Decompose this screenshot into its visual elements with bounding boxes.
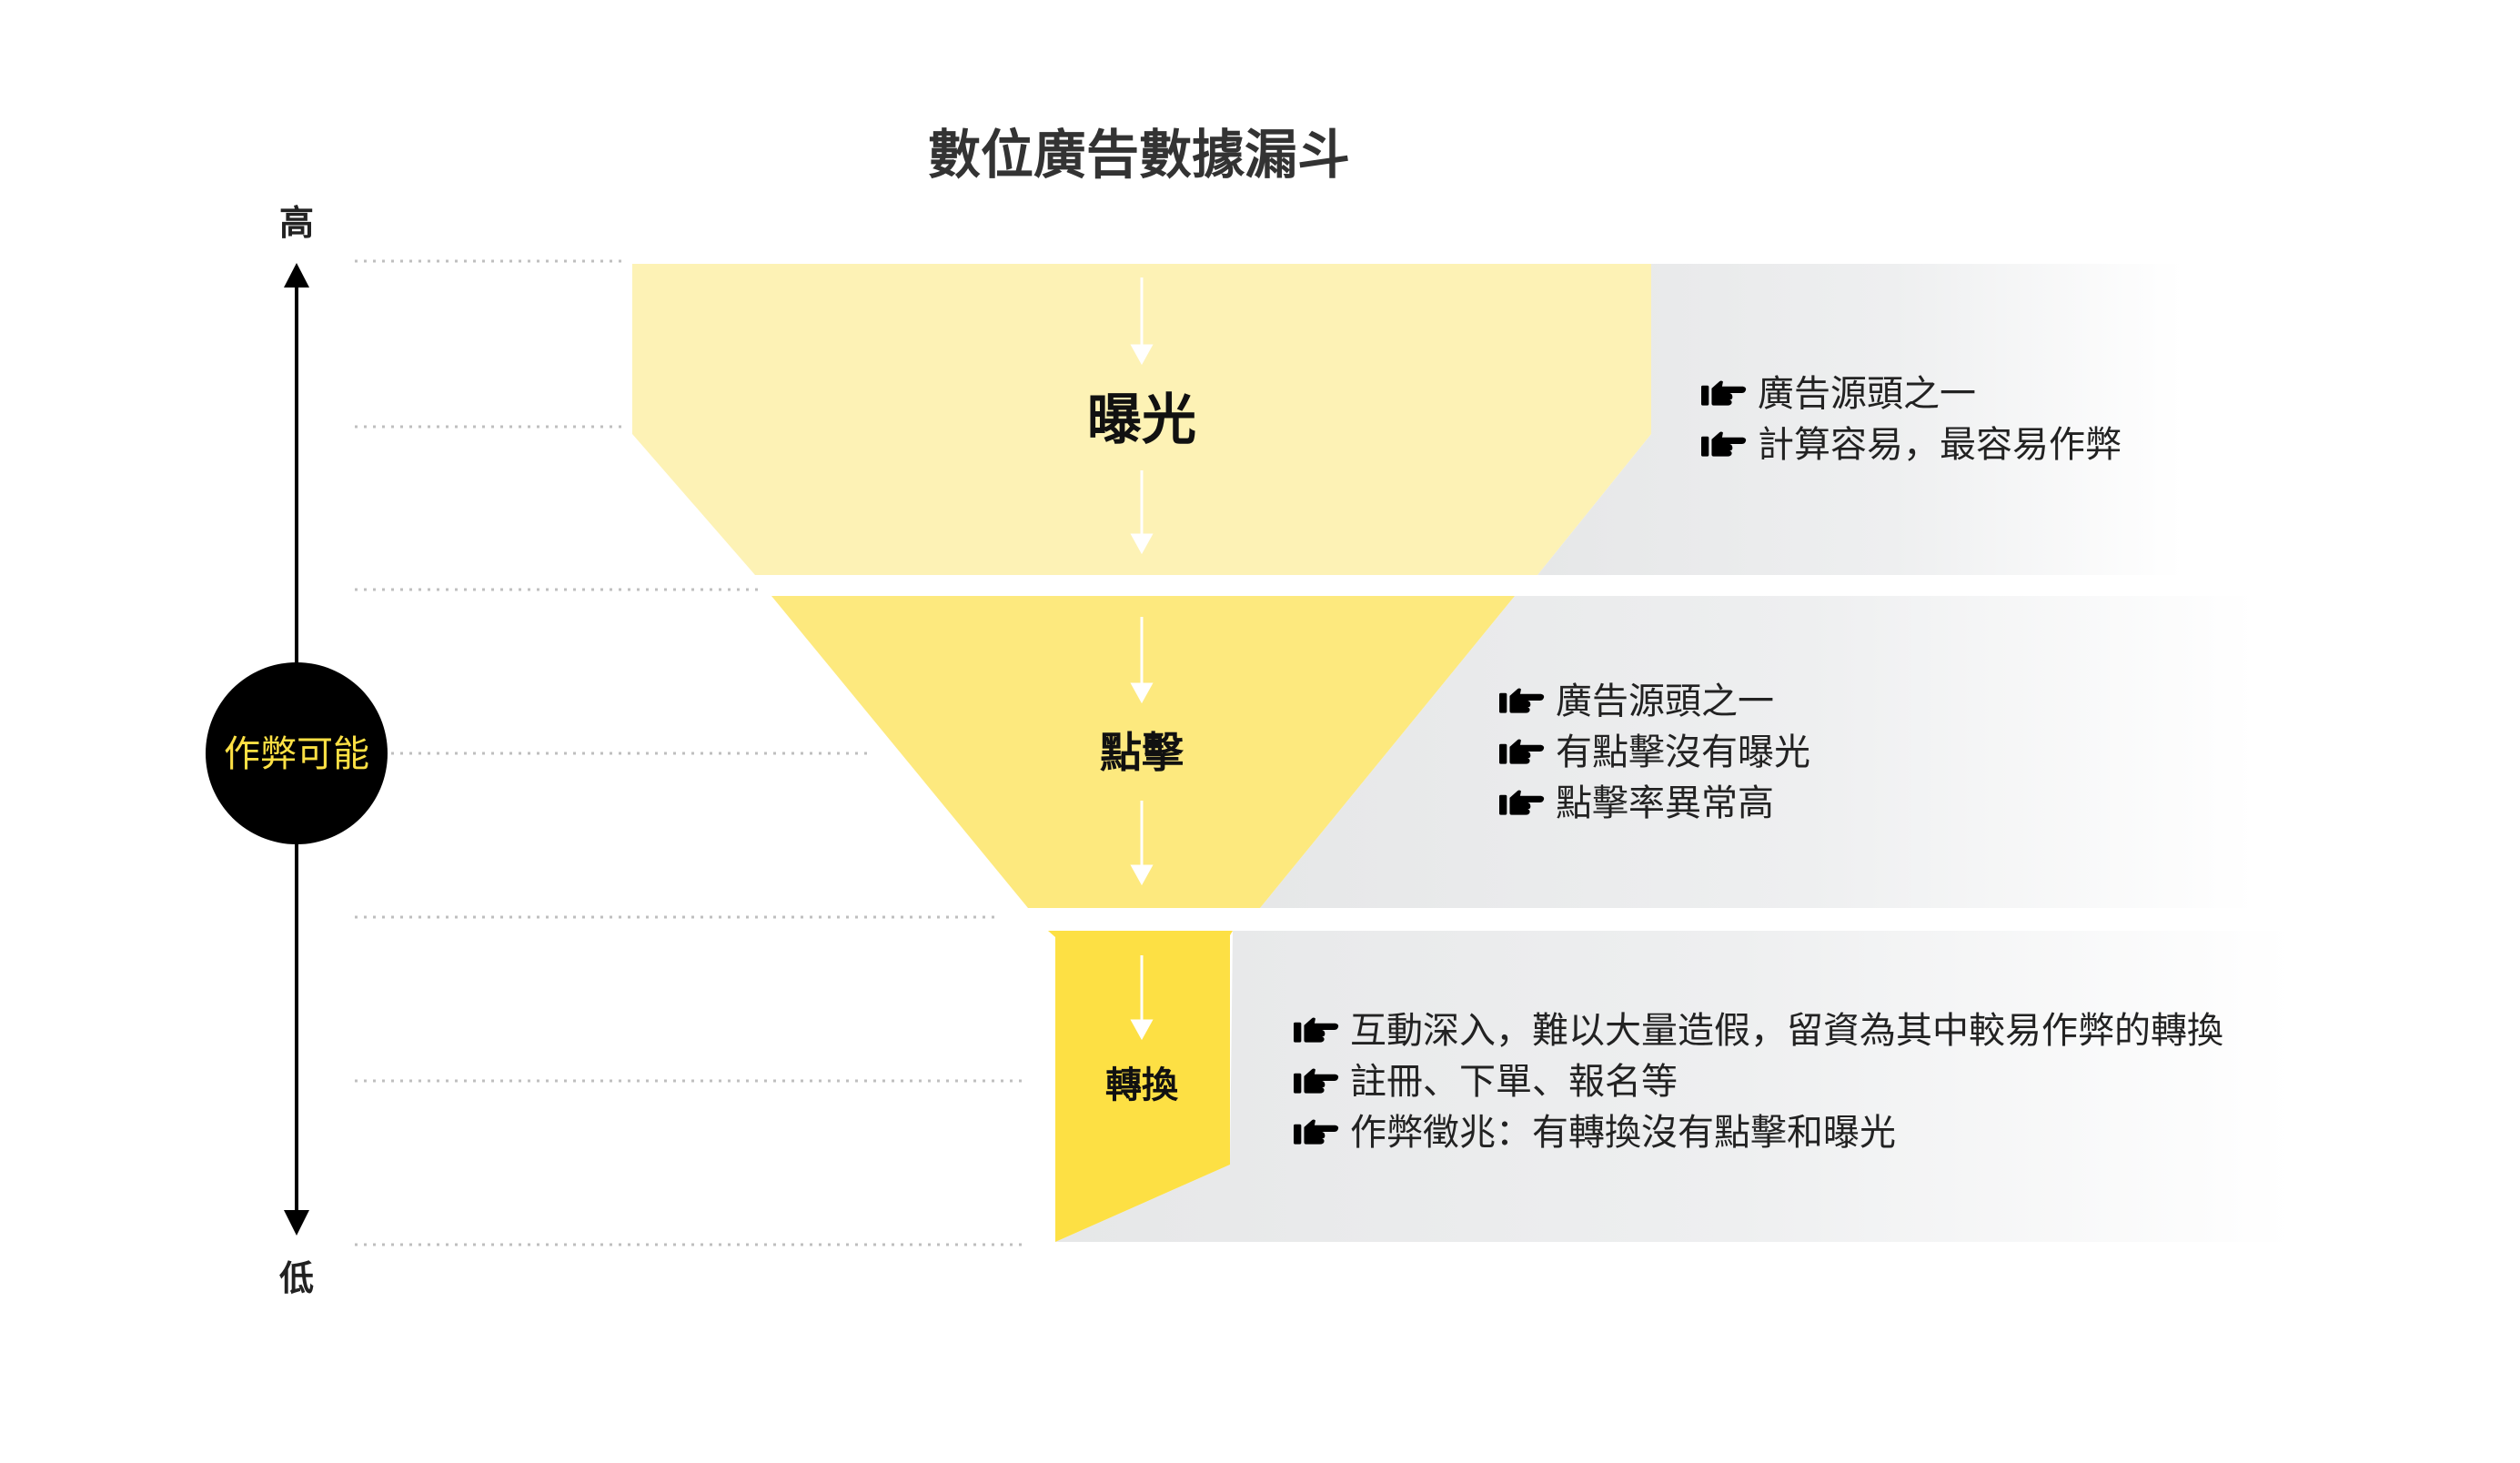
note-text: 計算容易，最容易作弊 (1758, 424, 2122, 466)
guide-lines (355, 259, 1028, 1246)
axis-arrow-down-icon (284, 1210, 309, 1236)
likelihood-axis: 高 低 作弊可能 (206, 203, 388, 1298)
note-text: 有點擊沒有曝光 (1556, 732, 1810, 773)
note-panels (1055, 264, 2293, 1242)
stage-notes-exposure: 廣告源頭之一 計算容易，最容易作弊 (1701, 373, 2122, 466)
fraud-likelihood-badge (206, 662, 388, 844)
panel-conversion (1055, 931, 2293, 1242)
stage-label-click: 點擊 (1100, 728, 1184, 777)
stage-label-conversion: 轉換 (1105, 1064, 1179, 1106)
note-text: 廣告源頭之一 (1758, 373, 1976, 415)
note-text: 廣告源頭之一 (1556, 681, 1774, 722)
panel-click (1260, 596, 2256, 908)
funnel-stage-conversion (1048, 931, 1233, 1242)
stage-label-exposure: 曝光 (1087, 388, 1196, 452)
note-text: 註冊、下單、報名等 (1350, 1061, 1678, 1103)
fraud-likelihood-label: 作弊可能 (224, 733, 369, 775)
axis-arrow-up-icon (284, 263, 309, 288)
diagram-title: 數位廣告數據漏斗 (928, 124, 1350, 186)
stage-notes-click: 廣告源頭之一 有點擊沒有曝光 點擊率異常高 (1499, 681, 1810, 824)
funnel-stage-exposure (632, 264, 1651, 575)
stage-notes-conversion: 互動深入，難以大量造假，留資為其中較易作弊的轉換 註冊、下單、報名等 作弊徵兆：… (1294, 1010, 2223, 1154)
note-text: 點擊率異常高 (1556, 782, 1774, 824)
funnel (632, 264, 1651, 1242)
note-text: 作弊徵兆：有轉換沒有點擊和曝光 (1350, 1112, 1896, 1154)
axis-label-high: 高 (279, 203, 314, 243)
funnel-stage-click (771, 596, 1515, 908)
panel-exposure (1537, 264, 2183, 575)
axis-label-low: 低 (279, 1258, 314, 1298)
flow-arrows (1130, 277, 1154, 1041)
note-text: 互動深入，難以大量造假，留資為其中較易作弊的轉換 (1350, 1010, 2223, 1052)
